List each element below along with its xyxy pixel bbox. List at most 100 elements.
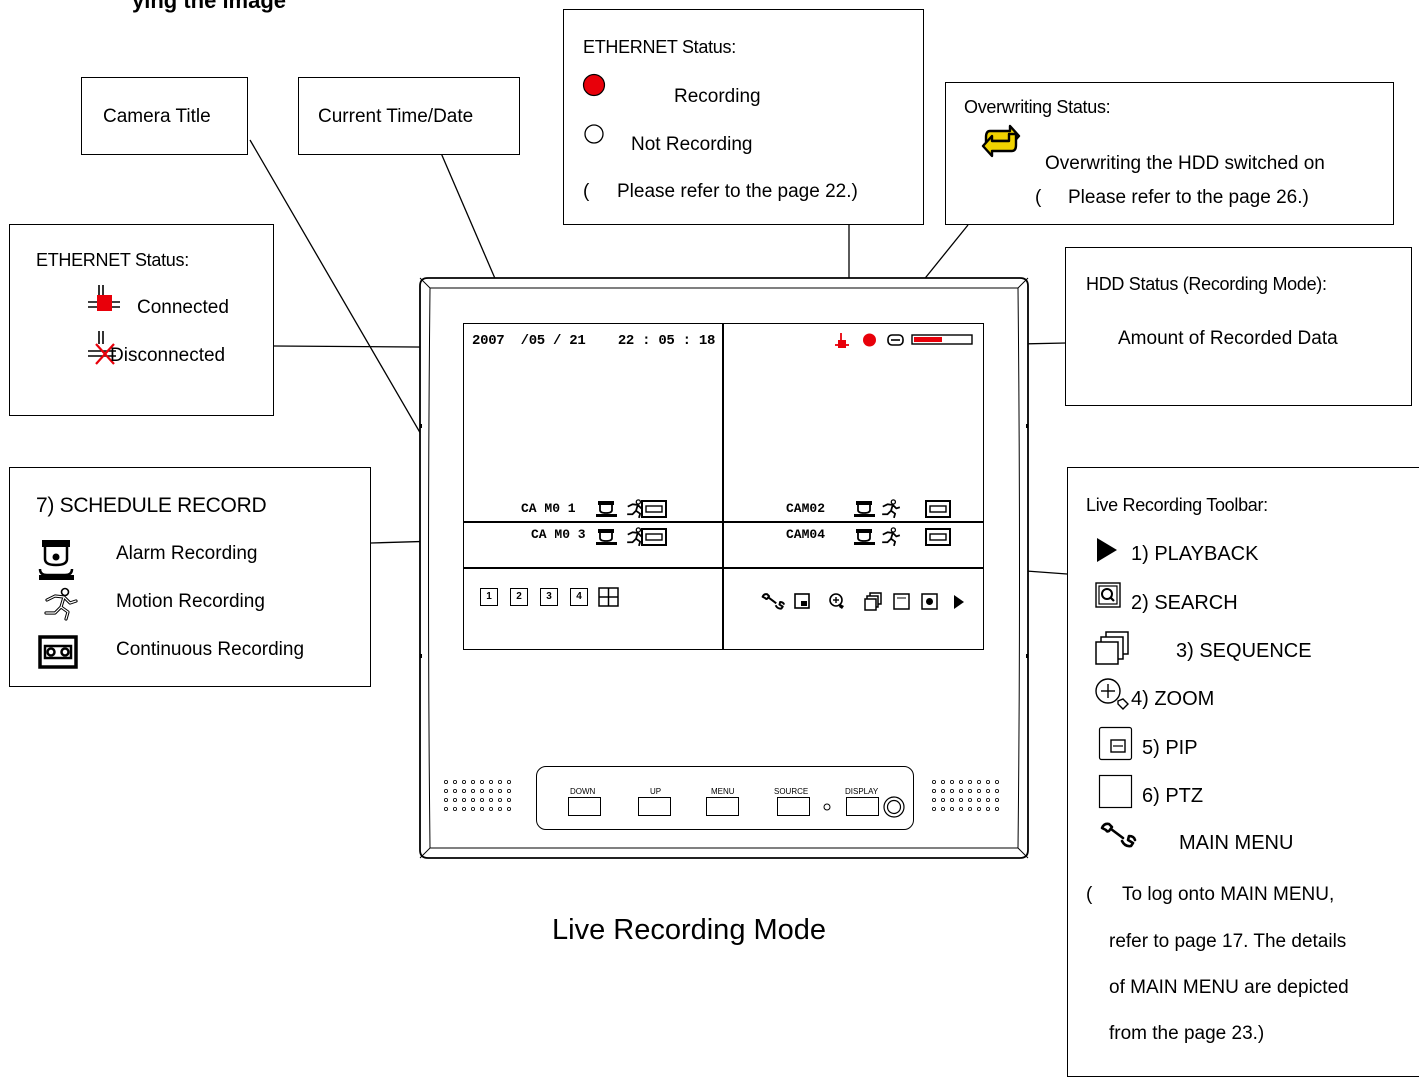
red-dot-icon xyxy=(582,73,606,97)
screen-ptz-icon[interactable] xyxy=(893,593,911,611)
cam3-title: CA M0 3 xyxy=(531,527,586,542)
screen-toolbar-divider xyxy=(463,567,984,569)
cam4-continuous-icon xyxy=(925,528,951,546)
main-menu-note-line3: of MAIN MENU are depicted xyxy=(1109,977,1349,998)
ethernet-connection-callout: ETHERNET Status: Connected Disconnected xyxy=(9,224,274,416)
screen-menu-wrench-icon[interactable] xyxy=(760,592,786,612)
screen-sequence-icon[interactable] xyxy=(864,592,882,612)
page-ref-note: Please refer to the page 26.) xyxy=(1068,187,1309,208)
continuous-recording-label: Continuous Recording xyxy=(116,639,305,660)
schedule-record-callout: 7) SCHEDULE RECORD Alarm Recording Motio… xyxy=(9,467,371,687)
empty-circle-icon xyxy=(584,124,604,144)
source-button-label: SOURCE xyxy=(774,787,809,796)
motion-recording-label: Motion Recording xyxy=(116,591,265,612)
paren-mark: ( xyxy=(1086,884,1093,905)
not-recording-label: Not Recording xyxy=(631,134,753,155)
menu-button[interactable] xyxy=(706,797,739,816)
indicator-led-icon xyxy=(823,803,831,811)
split-button-1[interactable]: 1 xyxy=(480,588,498,606)
display-button[interactable] xyxy=(846,797,879,816)
recording-label: Recording xyxy=(674,86,761,107)
page-ref-note: Please refer to the page 22.) xyxy=(617,181,858,202)
cam4-title: CAM04 xyxy=(786,527,826,542)
up-button[interactable] xyxy=(638,797,671,816)
screen-horizontal-divider xyxy=(463,521,984,523)
screen-pip-icon[interactable] xyxy=(794,593,812,611)
split-button-2[interactable]: 2 xyxy=(510,588,528,606)
alarm-recording-label: Alarm Recording xyxy=(116,543,258,564)
continuous-recording-icon xyxy=(38,635,78,669)
pip-icon xyxy=(1098,726,1133,761)
overwriting-callout: Overwriting Status: Overwriting the HDD … xyxy=(945,82,1394,225)
cam1-continuous-icon xyxy=(641,500,667,518)
main-menu-note-line2: refer to page 17. The details xyxy=(1109,931,1347,952)
search-label: 2) SEARCH xyxy=(1131,592,1238,614)
up-button-label: UP xyxy=(650,787,662,796)
cam3-continuous-icon xyxy=(641,528,667,546)
main-menu-note-line4: from the page 23.) xyxy=(1109,1023,1265,1044)
overwrite-cycle-icon xyxy=(981,124,1021,158)
zoom-icon xyxy=(1095,678,1129,710)
sequence-icon xyxy=(1095,631,1129,665)
main-menu-note-line1: To log onto MAIN MENU, xyxy=(1122,884,1335,905)
hdd-status-callout: HDD Status (Recording Mode): Amount of R… xyxy=(1065,247,1412,406)
screen-datetime: 2007 /05 / 21 22 : 05 : 18 xyxy=(472,333,716,349)
cam1-title: CA M0 1 xyxy=(521,501,576,516)
power-button-icon[interactable] xyxy=(882,795,906,819)
screen-recording-dot-icon xyxy=(863,333,876,347)
display-button-label: DISPLAY xyxy=(845,787,879,796)
speaker-grille-left xyxy=(443,779,512,811)
header-partial-text: ying the image xyxy=(132,0,287,13)
main-menu-label: MAIN MENU xyxy=(1179,832,1294,854)
cam2-alarm-icon xyxy=(854,501,875,517)
camera-title-callout: Camera Title xyxy=(81,77,248,155)
screen-play-icon[interactable] xyxy=(952,594,966,610)
play-icon xyxy=(1097,538,1117,562)
live-toolbar-title: Live Recording Toolbar: xyxy=(1086,495,1268,515)
paren-mark: ( xyxy=(583,181,590,202)
cam3-alarm-icon xyxy=(596,529,617,545)
motion-recording-icon xyxy=(44,587,78,621)
screen-search-icon[interactable] xyxy=(921,593,939,611)
ptz-icon xyxy=(1098,774,1133,809)
live-toolbar-callout: Live Recording Toolbar: 1) PLAYBACK 2) S… xyxy=(1067,467,1419,1077)
down-button-label: DOWN xyxy=(570,787,596,796)
menu-button-label: MENU xyxy=(711,787,735,796)
speaker-grille-right xyxy=(931,779,1000,811)
camera-title-label: Camera Title xyxy=(103,106,211,127)
cam2-title: CAM02 xyxy=(786,501,826,516)
control-panel xyxy=(536,766,914,830)
cam4-motion-icon xyxy=(882,527,901,547)
quad-view-icon[interactable] xyxy=(598,587,620,607)
connected-label: Connected xyxy=(137,297,229,318)
split-button-4[interactable]: 4 xyxy=(570,588,588,606)
ptz-label: 6) PTZ xyxy=(1142,785,1204,807)
current-time-callout: Current Time/Date xyxy=(298,77,520,155)
sequence-label: 3) SEQUENCE xyxy=(1176,640,1312,662)
network-disconnected-icon xyxy=(88,331,116,365)
ethernet-recording-callout: ETHERNET Status: Recording Not Recording… xyxy=(563,9,924,225)
disconnected-label: Disconnected xyxy=(110,345,226,366)
search-icon xyxy=(1095,582,1121,608)
hdd-status-desc: Amount of Recorded Data xyxy=(1118,328,1338,349)
source-button[interactable] xyxy=(777,797,810,816)
ethernet-connection-title: ETHERNET Status: xyxy=(36,250,189,270)
paren-mark: ( xyxy=(1035,187,1042,208)
overwriting-title: Overwriting Status: xyxy=(964,97,1111,117)
split-button-3[interactable]: 3 xyxy=(540,588,558,606)
schedule-record-title: 7) SCHEDULE RECORD xyxy=(36,494,267,517)
cam4-alarm-icon xyxy=(854,529,875,545)
cam2-motion-icon xyxy=(882,499,901,519)
main-menu-wrench-icon xyxy=(1100,822,1137,848)
pip-label: 5) PIP xyxy=(1142,737,1198,759)
cam2-continuous-icon xyxy=(925,500,951,518)
ethernet-recording-title: ETHERNET Status: xyxy=(583,37,736,57)
network-connected-icon xyxy=(88,285,120,311)
zoom-label: 4) ZOOM xyxy=(1131,688,1215,710)
current-time-label: Current Time/Date xyxy=(318,106,474,127)
screen-vertical-divider xyxy=(722,323,724,650)
screen-hdd-bar xyxy=(911,334,973,345)
screen-zoom-icon[interactable] xyxy=(828,592,848,612)
down-button[interactable] xyxy=(568,797,601,816)
overwriting-desc: Overwriting the HDD switched on xyxy=(1045,153,1325,174)
